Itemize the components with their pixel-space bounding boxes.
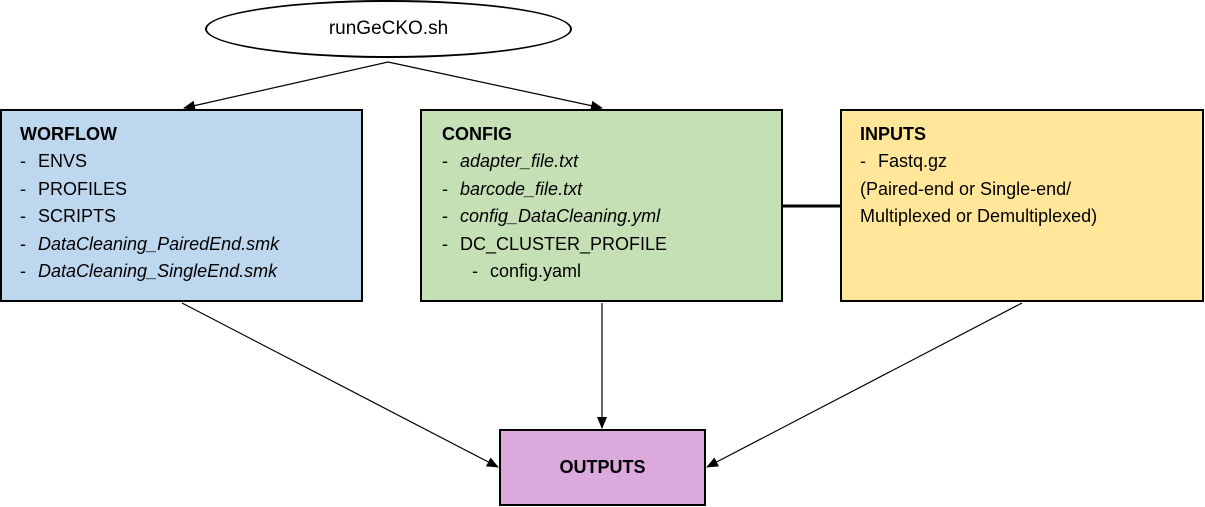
config-item-label: barcode_file.txt <box>460 178 583 199</box>
inputs-item-fastq: -Fastq.gz <box>860 148 1202 176</box>
workflow-item-label: PROFILES <box>38 178 128 199</box>
workflow-title: WORFLOW <box>20 124 117 144</box>
outputs-box: OUTPUTS <box>499 429 706 506</box>
list-dash: - <box>442 206 448 226</box>
list-dash: - <box>860 151 866 171</box>
config-box: CONFIG -adapter_file.txt -barcode_file.t… <box>420 109 783 302</box>
list-dash: - <box>442 233 448 254</box>
config-title: CONFIG <box>442 124 512 144</box>
workflow-item-paired-end-smk: -DataCleaning_PairedEnd.smk <box>20 231 361 259</box>
arrow-start-to-config <box>387 61 603 111</box>
list-dash: - <box>20 178 26 199</box>
workflow-item-label: ENVS <box>38 151 88 171</box>
workflow-item-scripts: -SCRIPTS <box>20 203 361 231</box>
config-item-label: config_DataCleaning.yml <box>460 206 661 226</box>
config-item-cluster-profile: -DC_CLUSTER_PROFILE <box>442 231 781 259</box>
workflow-box: WORFLOW -ENVS -PROFILES -SCRIPTS -DataCl… <box>0 109 363 302</box>
list-dash: - <box>20 151 26 171</box>
outputs-title: OUTPUTS <box>559 457 646 477</box>
config-list: -adapter_file.txt -barcode_file.txt -con… <box>442 148 781 286</box>
config-item-label: adapter_file.txt <box>460 151 579 171</box>
workflow-item-envs: -ENVS <box>20 148 361 176</box>
workflow-item-profiles: -PROFILES <box>20 176 361 204</box>
workflow-item-single-end-smk: -DataCleaning_SingleEnd.smk <box>20 258 361 286</box>
list-dash: - <box>20 206 26 226</box>
inputs-note-line-1: (Paired-end or Single-end/ <box>860 178 1072 199</box>
list-dash: - <box>20 233 26 254</box>
inputs-box: INPUTS -Fastq.gz (Paired-end or Single-e… <box>840 109 1204 302</box>
start-node-label: runGeCKO.sh <box>328 18 449 39</box>
arrow-start-to-workflow <box>183 61 389 111</box>
config-item-label: config.yaml <box>490 261 582 281</box>
workflow-item-label: DataCleaning_SingleEnd.smk <box>38 261 278 281</box>
start-node-ellipse: runGeCKO.sh <box>205 0 572 58</box>
list-dash: - <box>442 151 448 171</box>
list-dash: - <box>442 178 448 199</box>
inputs-title: INPUTS <box>860 124 927 144</box>
config-item-label: DC_CLUSTER_PROFILE <box>460 233 668 254</box>
config-subitem-config-yaml: -config.yaml <box>442 258 781 286</box>
list-dash: - <box>472 261 478 281</box>
list-dash: - <box>20 261 26 281</box>
arrow-workflow-to-outputs <box>181 302 499 468</box>
workflow-item-label: SCRIPTS <box>38 206 117 226</box>
config-item-adapter-file: -adapter_file.txt <box>442 148 781 176</box>
inputs-note-line-2: Multiplexed or Demultiplexed) <box>860 206 1098 226</box>
inputs-list: -Fastq.gz <box>860 148 1202 176</box>
config-item-config-datacleaning: -config_DataCleaning.yml <box>442 203 781 231</box>
workflow-item-label: DataCleaning_PairedEnd.smk <box>38 233 280 254</box>
workflow-list: -ENVS -PROFILES -SCRIPTS -DataCleaning_P… <box>20 148 361 286</box>
arrow-inputs-to-outputs <box>706 302 1023 468</box>
config-item-barcode-file: -barcode_file.txt <box>442 176 781 204</box>
inputs-item-label: Fastq.gz <box>878 151 948 171</box>
